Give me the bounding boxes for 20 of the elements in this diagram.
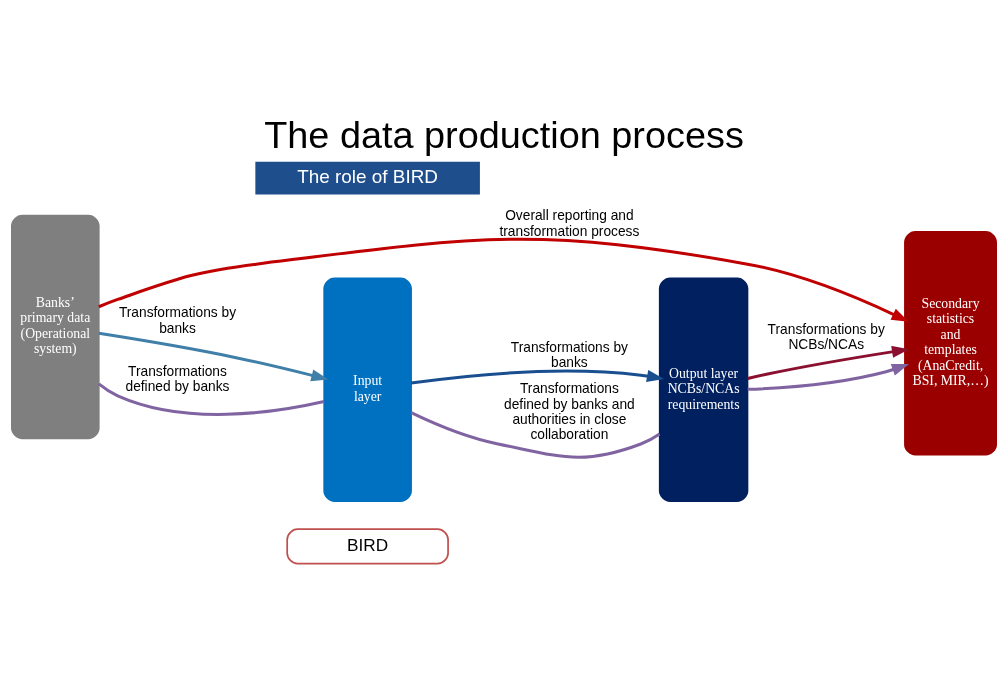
- node-box: Secondary statistics and templates (AnaCredit, BSI, MIR,…): [904, 231, 997, 456]
- arrow: [98, 331, 329, 382]
- arrow: [410, 369, 665, 385]
- connector: [410, 411, 661, 459]
- edge-label: Transformations defined by banks: [125, 363, 230, 395]
- arrow: [747, 363, 910, 391]
- edge-label: Transformations by banks: [118, 305, 237, 336]
- edge-label: Transformations by NCBs/NCAs: [767, 321, 885, 353]
- node-box: Input layer: [323, 277, 412, 503]
- arrow: [747, 345, 910, 380]
- node-box: BIRD: [286, 528, 449, 565]
- node-box: Banks’ primary data (Operational system): [11, 214, 100, 440]
- node-box: Output layer NCBs/NCAs requirements: [658, 277, 749, 503]
- connector: [97, 382, 325, 416]
- edge-label: Transformations defined by banks and authorities in close collaboration: [504, 381, 635, 443]
- edge-label: Transformations by banks: [510, 339, 628, 371]
- diagram-title: The data production process: [264, 114, 744, 157]
- arrow: [98, 237, 909, 322]
- edge-label: Overall reporting and transformation process: [499, 208, 640, 239]
- node-box: The role of BIRD: [255, 161, 480, 195]
